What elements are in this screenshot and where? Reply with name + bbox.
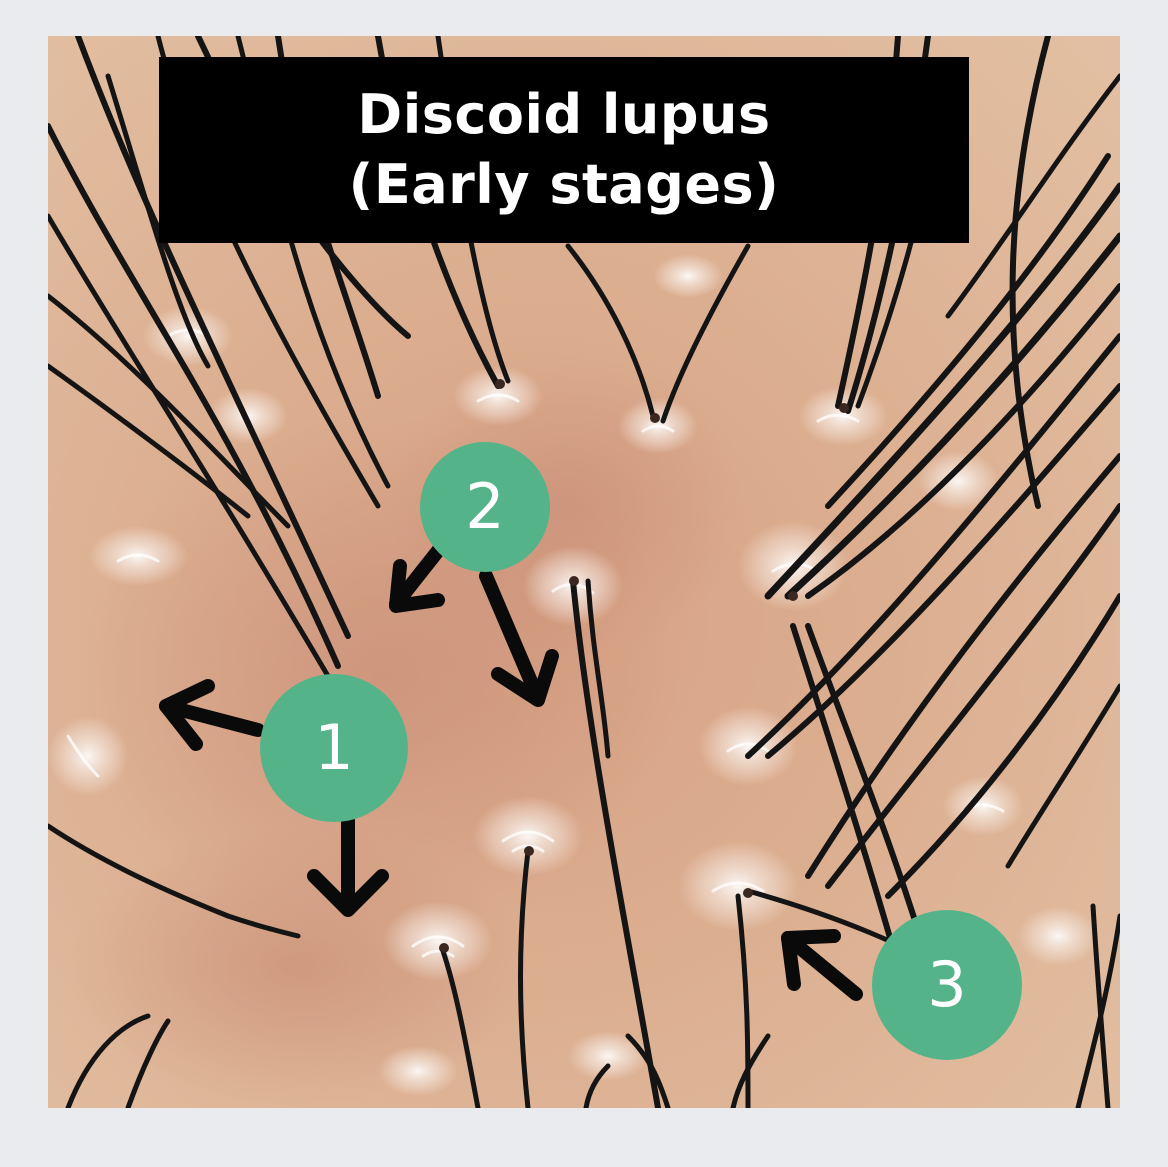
marker-badge-2: 2 — [420, 442, 550, 572]
follicular-scale — [678, 841, 798, 931]
marker-label: 1 — [314, 711, 354, 784]
follicular-scale — [378, 1046, 458, 1096]
follicular-scale-group — [48, 254, 1098, 1096]
follicular-scale — [383, 901, 493, 981]
follicular-scale — [143, 306, 233, 366]
follicular-scale — [473, 796, 583, 876]
follicle-openings — [439, 379, 849, 953]
follicular-scale — [918, 451, 998, 511]
title-banner: Discoid lupus (Early stages) — [159, 57, 969, 243]
marker-badge-3: 3 — [872, 910, 1022, 1060]
marker-label: 2 — [465, 470, 505, 543]
image-frame: Discoid lupus (Early stages) — [48, 36, 1120, 1108]
follicular-scale — [698, 706, 798, 786]
title-line-1: Discoid lupus — [357, 83, 771, 146]
follicular-scale — [48, 716, 128, 796]
follicular-scale — [653, 254, 723, 298]
marker-label: 3 — [927, 948, 967, 1021]
title-line-2: (Early stages) — [348, 153, 780, 216]
follicular-scale — [568, 1031, 648, 1081]
follicular-scale — [1018, 906, 1098, 966]
marker-badge-1: 1 — [260, 674, 408, 822]
